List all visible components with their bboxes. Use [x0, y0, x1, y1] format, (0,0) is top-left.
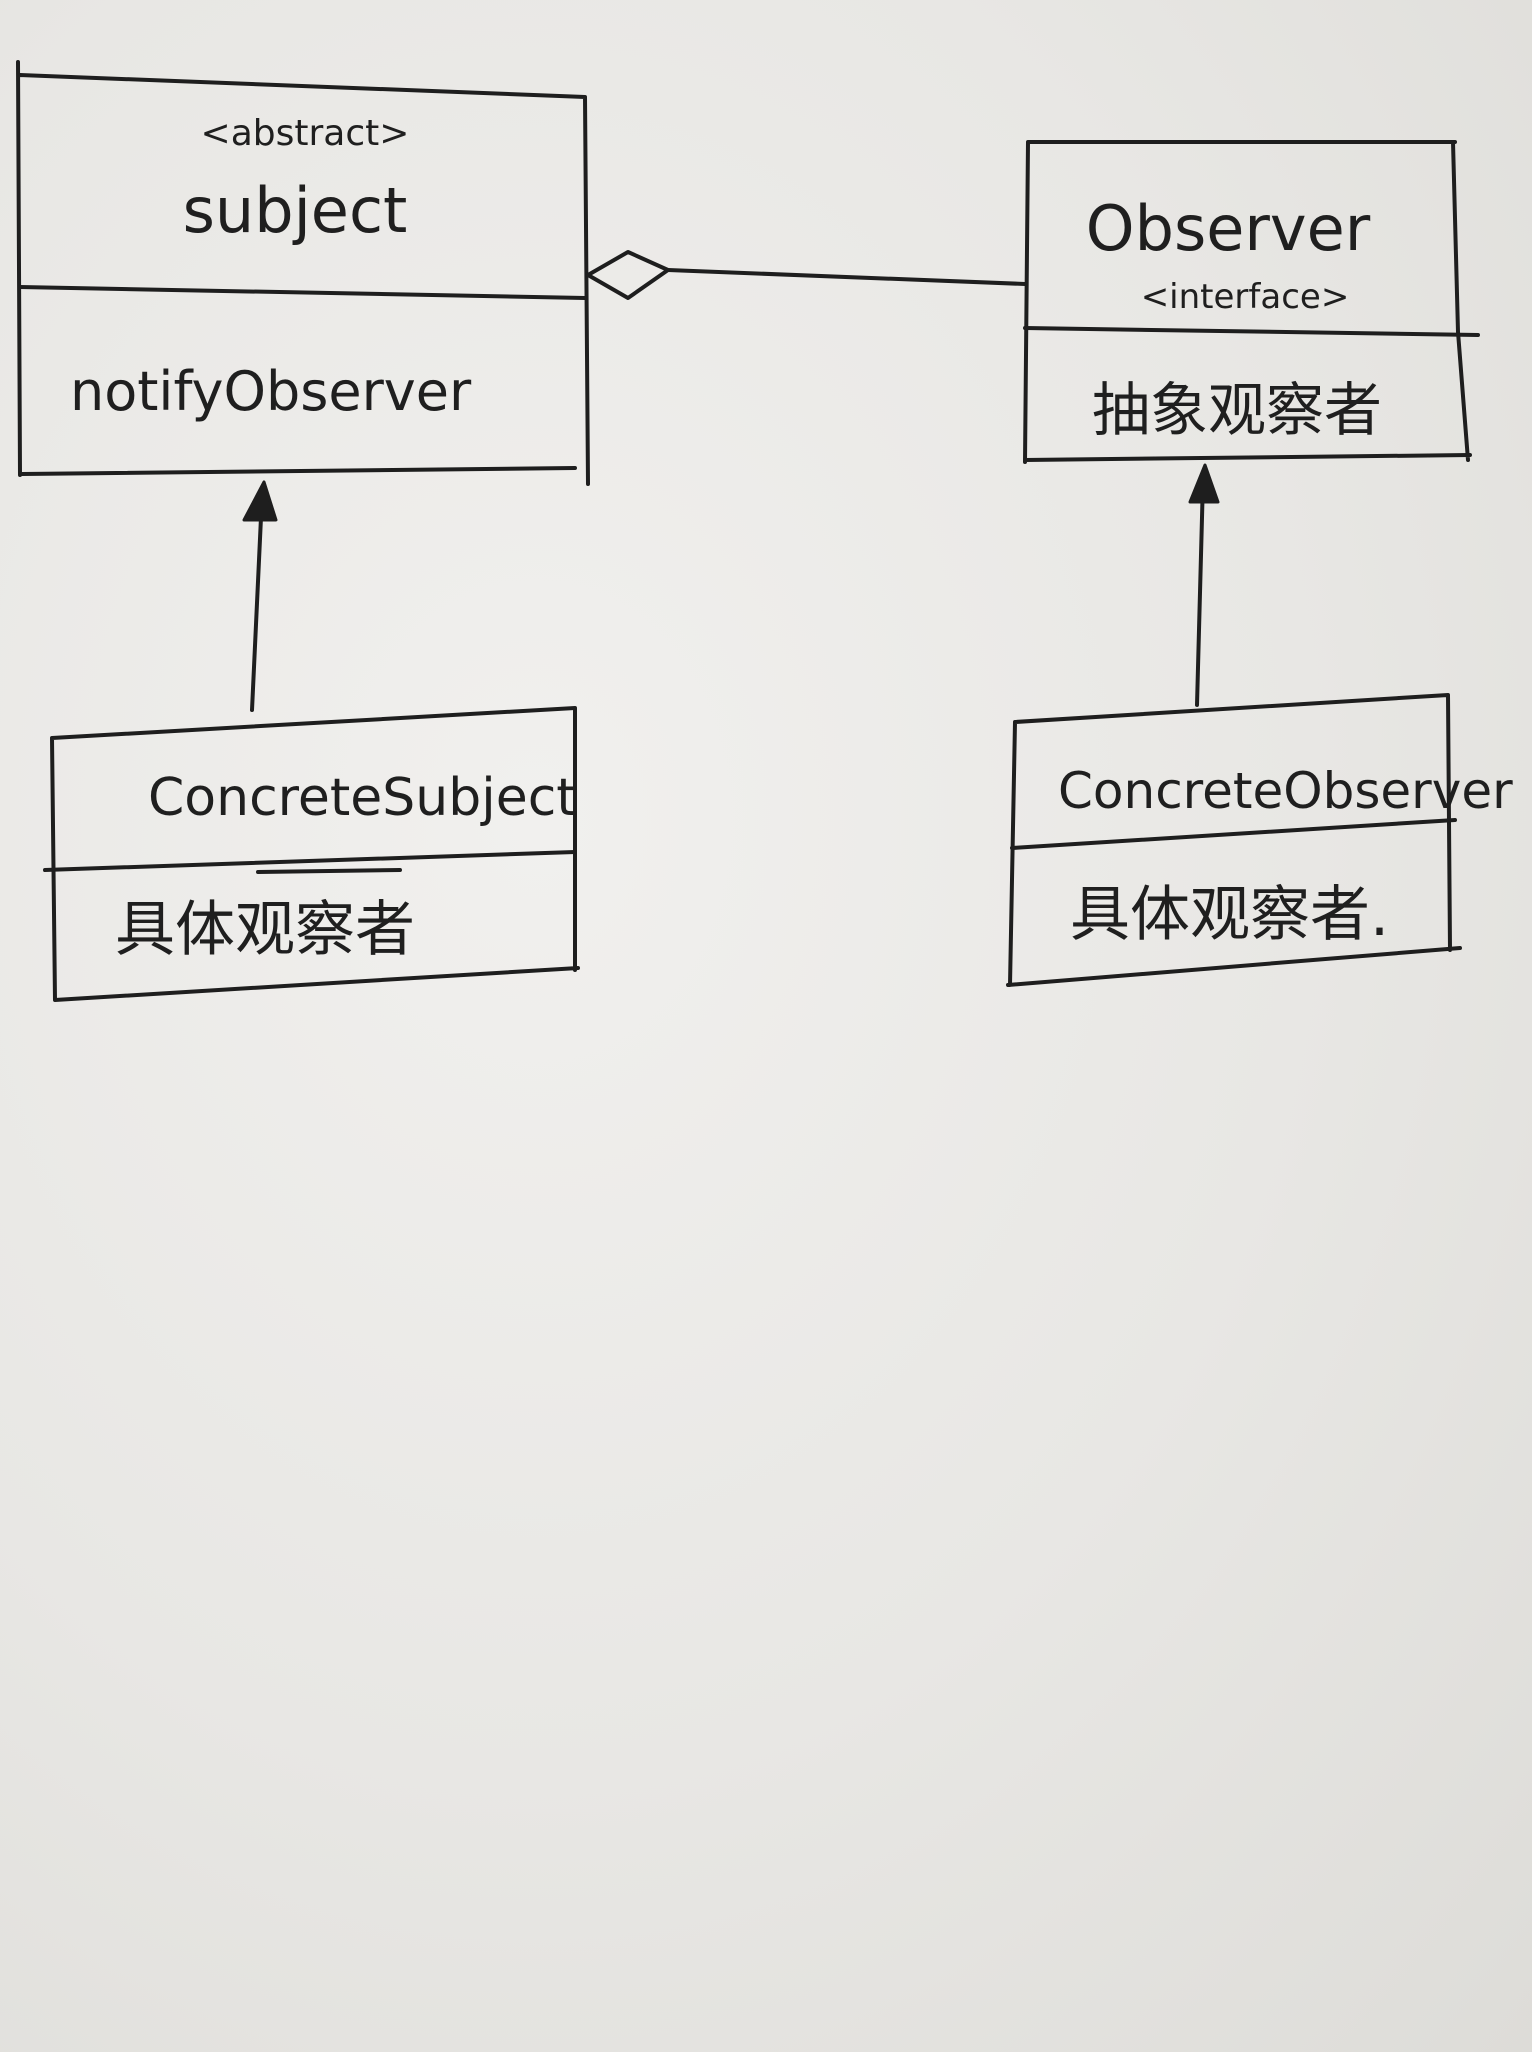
- subject-inheritance-line: [250, 494, 264, 712]
- observer-inheritance-line: [1195, 478, 1205, 707]
- concrete-subject-class-name: ConcreteSubject: [148, 768, 577, 828]
- concrete-observer-class-divider: [1010, 818, 1457, 850]
- subject-class-name: subject: [183, 174, 408, 247]
- observer-class: Observer <interface> 抽象观察者: [1023, 140, 1480, 464]
- concrete-observer-member: 具体观察者.: [1070, 880, 1389, 950]
- aggregation-relation: [586, 250, 1027, 300]
- subject-inheritance-arrow: [242, 480, 278, 712]
- observer-inheritance-arrowhead: [1188, 463, 1220, 504]
- concrete-observer-class-name: ConcreteObserver: [1058, 762, 1513, 820]
- subject-class-divider: [18, 285, 587, 300]
- subject-stereotype: <abstract>: [201, 113, 410, 154]
- concrete-subject-class: ConcreteSubject 具体观察者: [43, 706, 580, 1002]
- aggregation-diamond: [586, 250, 670, 300]
- concrete-observer-class: ConcreteObserver 具体观察者.: [1006, 693, 1513, 987]
- concrete-observer-class-border: [1006, 693, 1462, 987]
- observer-member: 抽象观察者: [1092, 376, 1382, 444]
- observer-inheritance-arrow: [1188, 463, 1220, 707]
- concrete-subject-member: 具体观察者: [115, 895, 415, 965]
- subject-member: notifyObserver: [70, 360, 472, 423]
- observer-stereotype: <interface>: [1141, 277, 1350, 317]
- aggregation-line: [666, 268, 1027, 286]
- subject-class: <abstract> subject notifyObserver: [16, 60, 590, 486]
- observer-class-border: [1023, 140, 1472, 464]
- observer-class-name: Observer: [1086, 192, 1371, 265]
- observer-class-divider: [1023, 326, 1480, 337]
- subject-class-border: [16, 60, 590, 486]
- concrete-subject-class-divider: [43, 850, 577, 872]
- concrete-subject-stray-mark: [256, 868, 402, 874]
- subject-inheritance-arrowhead: [242, 480, 278, 522]
